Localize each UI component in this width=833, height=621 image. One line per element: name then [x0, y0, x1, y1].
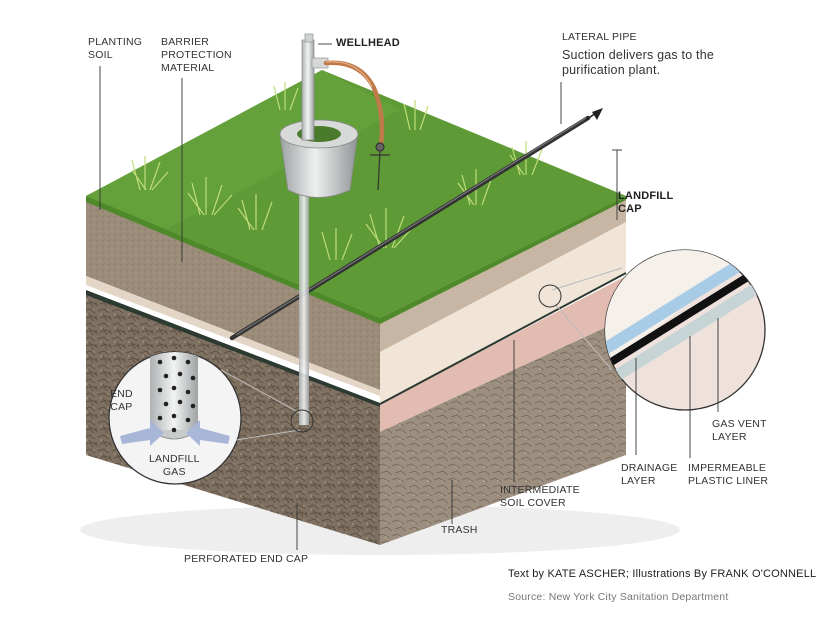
well-pipe	[299, 140, 309, 425]
leader-lines	[99, 43, 719, 550]
label-planting-soil: PLANTING SOIL	[88, 36, 143, 61]
label-lateral-pipe-desc: Suction delivers gas to the purification…	[562, 48, 715, 77]
perforations	[157, 355, 196, 433]
end-cap-connector-1	[220, 369, 301, 414]
label-trash: TRASH	[441, 524, 478, 536]
grass-tufts	[131, 82, 543, 261]
label-gas-vent-layer: GAS VENT LAYER	[712, 418, 767, 443]
cap-connector-2	[555, 304, 613, 371]
planting-soil-right-face	[380, 196, 626, 352]
liner-line-right	[379, 272, 627, 405]
source-line: Source: New York City Sanitation Departm…	[508, 591, 729, 603]
copper-hose	[323, 60, 385, 153]
label-landfill-gas: LANDFILL GAS	[149, 453, 200, 478]
label-intermediate-soil-cover: INTERMEDIATE SOIL COVER	[500, 484, 580, 509]
grass-top-shade	[86, 70, 400, 232]
credit-line: Text by KATE ASCHER; Illustrations By FR…	[508, 568, 817, 580]
gas-arrow-left	[120, 420, 164, 446]
label-end-cap: END CAP	[110, 388, 133, 413]
label-wellhead: WELLHEAD	[336, 37, 400, 49]
label-landfill-cap: LANDFILL CAP	[618, 190, 674, 215]
end-cap-pipe	[150, 352, 198, 435]
wellhead-cap	[304, 33, 314, 43]
cap-connector-1	[551, 267, 623, 291]
lateral-pipe-highlight	[235, 117, 587, 336]
barrier-right-face	[380, 222, 626, 403]
gas-arrow-right	[186, 420, 230, 446]
cap-locator	[538, 284, 562, 308]
label-perforated-end-cap: PERFORATED END CAP	[184, 553, 309, 565]
trash-right-face	[380, 318, 626, 545]
copper-hose-hl	[325, 61, 373, 88]
end-cap-connector-2	[235, 429, 301, 441]
sampling-valve	[370, 142, 390, 191]
label-lateral-pipe: LATERAL PIPE	[562, 31, 637, 43]
label-drainage-layer: DRAINAGE LAYER	[621, 462, 678, 487]
flow-arrow	[592, 108, 603, 120]
end-cap-locator	[290, 409, 314, 433]
label-barrier-protection: BARRIER PROTECTION MATERIAL	[161, 36, 232, 74]
flow-arrow-shaft	[585, 109, 601, 121]
label-impermeable-liner: IMPERMEABLE PLASTIC LINER	[688, 462, 769, 487]
wellhead-body	[301, 39, 315, 141]
